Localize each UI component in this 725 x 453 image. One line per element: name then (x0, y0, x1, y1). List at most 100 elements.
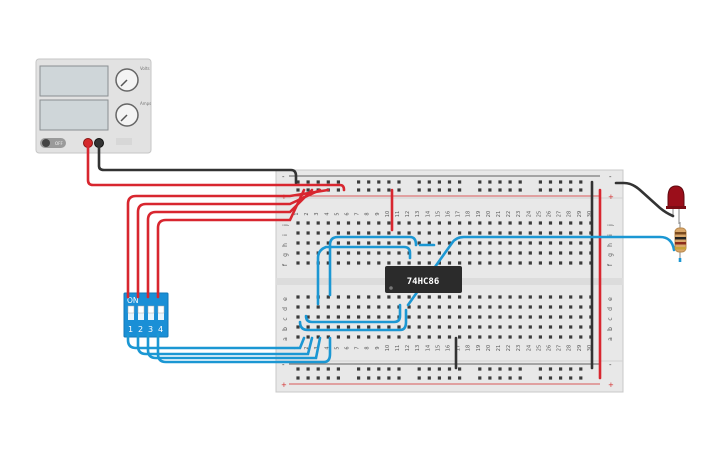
breadboard-hole[interactable] (447, 325, 452, 329)
breadboard-hole[interactable] (548, 188, 553, 192)
breadboard-hole[interactable] (326, 335, 330, 339)
led-ground-wire[interactable] (614, 181, 675, 218)
breadboard-hole[interactable] (346, 231, 351, 235)
breadboard-hole[interactable] (357, 325, 361, 329)
breadboard-hole[interactable] (377, 231, 381, 235)
breadboard-hole[interactable] (427, 188, 431, 192)
breadboard-hole[interactable] (326, 295, 330, 299)
breadboard-hole[interactable] (316, 335, 320, 339)
breadboard-hole[interactable] (387, 188, 391, 192)
breadboard-hole[interactable] (387, 295, 391, 299)
breadboard-hole[interactable] (367, 295, 371, 299)
breadboard-hole[interactable] (377, 188, 381, 192)
breadboard-hole[interactable] (346, 315, 351, 319)
breadboard-hole[interactable] (387, 180, 391, 184)
breadboard-hole[interactable] (336, 180, 340, 184)
breadboard-hole[interactable] (387, 241, 391, 245)
breadboard-hole[interactable] (468, 261, 472, 265)
breadboard-hole[interactable] (306, 261, 310, 265)
breadboard-hole[interactable] (478, 221, 482, 225)
breadboard-hole[interactable] (437, 305, 441, 309)
breadboard-hole[interactable] (316, 221, 320, 225)
dip-switch[interactable]: ON 1 2 3 4 (123, 292, 169, 338)
breadboard-hole[interactable] (326, 241, 330, 245)
breadboard-hole[interactable] (296, 241, 300, 245)
breadboard-hole[interactable] (518, 335, 522, 339)
breadboard-hole[interactable] (508, 251, 512, 255)
breadboard-hole[interactable] (559, 261, 563, 265)
breadboard-hole[interactable] (548, 295, 553, 299)
breadboard-hole[interactable] (326, 367, 330, 371)
breadboard-hole[interactable] (427, 367, 431, 371)
breadboard-hole[interactable] (397, 251, 401, 255)
breadboard-hole[interactable] (579, 295, 583, 299)
breadboard-hole[interactable] (569, 305, 573, 309)
breadboard-hole[interactable] (458, 295, 462, 299)
breadboard-hole[interactable] (357, 180, 361, 184)
breadboard-hole[interactable] (538, 315, 542, 319)
breadboard-hole[interactable] (336, 221, 340, 225)
breadboard-hole[interactable] (548, 251, 553, 255)
breadboard-hole[interactable] (447, 315, 452, 319)
breadboard-hole[interactable] (397, 367, 401, 371)
breadboard-hole[interactable] (397, 231, 401, 235)
breadboard-hole[interactable] (538, 221, 542, 225)
breadboard-hole[interactable] (326, 325, 330, 329)
breadboard-hole[interactable] (387, 376, 391, 380)
breadboard-hole[interactable] (579, 305, 583, 309)
breadboard-hole[interactable] (377, 305, 381, 309)
breadboard-hole[interactable] (437, 221, 441, 225)
breadboard-hole[interactable] (569, 221, 573, 225)
breadboard-hole[interactable] (508, 261, 512, 265)
breadboard-hole[interactable] (377, 315, 381, 319)
breadboard-hole[interactable] (548, 325, 553, 329)
breadboard-hole[interactable] (437, 325, 441, 329)
breadboard-hole[interactable] (569, 241, 573, 245)
breadboard-hole[interactable] (427, 376, 431, 380)
breadboard-hole[interactable] (326, 251, 330, 255)
breadboard-hole[interactable] (579, 376, 583, 380)
breadboard-hole[interactable] (538, 335, 542, 339)
breadboard-hole[interactable] (478, 315, 482, 319)
breadboard-hole[interactable] (427, 180, 431, 184)
breadboard-hole[interactable] (387, 335, 391, 339)
breadboard-hole[interactable] (387, 367, 391, 371)
breadboard-hole[interactable] (548, 261, 553, 265)
breadboard-hole[interactable] (569, 180, 573, 184)
dip-toggle-2[interactable] (137, 305, 145, 320)
breadboard-hole[interactable] (498, 241, 502, 245)
breadboard-hole[interactable] (458, 367, 462, 371)
breadboard-hole[interactable] (478, 305, 482, 309)
breadboard-hole[interactable] (478, 335, 482, 339)
dip-toggle-1[interactable] (127, 305, 135, 320)
breadboard-hole[interactable] (498, 305, 502, 309)
breadboard-hole[interactable] (528, 251, 532, 255)
breadboard-hole[interactable] (306, 180, 310, 184)
breadboard-hole[interactable] (417, 325, 421, 329)
breadboard-hole[interactable] (468, 241, 472, 245)
breadboard-hole[interactable] (447, 231, 452, 235)
blue-jumper-4[interactable] (304, 303, 402, 324)
breadboard-hole[interactable] (427, 241, 431, 245)
breadboard-hole[interactable] (427, 221, 431, 225)
breadboard-hole[interactable] (367, 325, 371, 329)
breadboard-hole[interactable] (508, 295, 512, 299)
breadboard-hole[interactable] (458, 376, 462, 380)
breadboard-hole[interactable] (569, 376, 573, 380)
dip-blue-wire-3[interactable] (146, 332, 322, 360)
breadboard-hole[interactable] (417, 335, 421, 339)
breadboard-hole[interactable] (367, 221, 371, 225)
breadboard-hole[interactable] (387, 305, 391, 309)
breadboard-hole[interactable] (447, 221, 452, 225)
breadboard-hole[interactable] (346, 325, 351, 329)
breadboard-hole[interactable] (417, 367, 421, 371)
breadboard-hole[interactable] (397, 325, 401, 329)
dip-red-wire-3[interactable] (146, 188, 314, 299)
breadboard-hole[interactable] (326, 315, 330, 319)
breadboard-hole[interactable] (468, 231, 472, 235)
breadboard-hole[interactable] (518, 315, 522, 319)
breadboard-hole[interactable] (437, 231, 441, 235)
breadboard-hole[interactable] (407, 295, 411, 299)
breadboard-hole[interactable] (357, 261, 361, 265)
blue-jumper-5[interactable] (298, 308, 408, 332)
